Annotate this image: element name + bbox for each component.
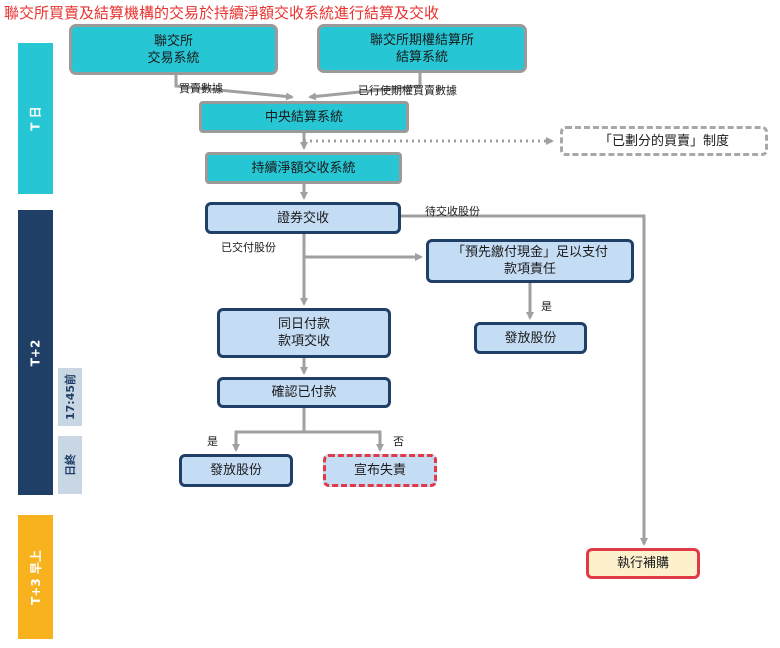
prepayment-box: 「預先繳付現金」足以支付 款項責任 xyxy=(426,239,634,283)
band-t-day: T 日 xyxy=(18,43,53,194)
declare-default-box: 宣布失責 xyxy=(323,454,437,487)
yes-right-label: 是 xyxy=(541,300,552,313)
delivered-shares-label: 已交付股份 xyxy=(221,241,276,254)
trade-data-label: 買賣數據 xyxy=(179,82,223,95)
release-shares-left-box: 發放股份 xyxy=(179,454,293,487)
diagram-title: 聯交所買賣及結算機構的交易於持續淨額交收系統進行結算及交收 xyxy=(4,4,440,22)
band-t3-morning: T+3 早上 xyxy=(18,515,53,639)
confirm-paid-box: 確認已付款 xyxy=(217,377,391,408)
exercised-options-label: 已行使期權買賣數據 xyxy=(358,84,457,97)
release-shares-right-box: 發放股份 xyxy=(474,322,587,354)
band-t2: T+2 xyxy=(18,210,53,495)
ccass-box: 中央結算系統 xyxy=(199,101,409,133)
arrow-options-to-ccass xyxy=(308,73,422,101)
yes-left-label: 是 xyxy=(207,435,218,448)
same-day-payment-box: 同日付款 款項交收 xyxy=(217,308,391,358)
cns-box: 持續淨額交收系統 xyxy=(205,152,402,184)
arrow-to-release-left xyxy=(232,430,304,452)
arrow-settlement-to-buy-in xyxy=(401,214,648,546)
options-clearing-system-box: 聯交所期權結算所 結算系統 xyxy=(317,24,527,73)
band-end-of-day: 日終 xyxy=(58,436,82,494)
buy-in-box: 執行補購 xyxy=(586,548,700,579)
band-before-1745: 17:45前 xyxy=(58,368,82,426)
sehk-trading-system-box: 聯交所 交易系統 xyxy=(69,24,278,75)
allocated-trades-box: 「已劃分的買賣」制度 xyxy=(560,126,768,156)
pending-settlement-label: 待交收股份 xyxy=(425,205,480,218)
arrow-to-default xyxy=(304,430,384,452)
no-label: 否 xyxy=(393,435,404,448)
arrow-trading-to-ccass xyxy=(174,75,294,101)
securities-settlement-box: 證券交收 xyxy=(205,202,401,234)
